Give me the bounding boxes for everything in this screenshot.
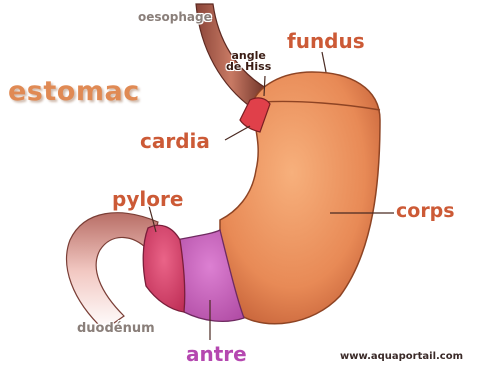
pylorus-shape (143, 225, 185, 312)
leader-cardia (225, 126, 250, 140)
label-fundus: fundus (287, 29, 365, 53)
leader-fundus (322, 52, 326, 72)
label-corps: corps (396, 200, 455, 222)
label-pylore: pylore (112, 187, 183, 211)
diagram-title: estomac (8, 76, 140, 107)
label-cardia: cardia (140, 129, 210, 153)
label-angle-line2: de Hiss (226, 61, 271, 72)
watermark-link[interactable]: www.aquaportail.com (340, 351, 463, 362)
label-angle-de-hiss: angle de Hiss (226, 50, 271, 72)
label-duodenum: duodénum (77, 321, 155, 336)
label-antre: antre (186, 342, 247, 366)
stomach-body-shape (220, 72, 380, 324)
label-oesophage: oesophage (138, 10, 212, 24)
